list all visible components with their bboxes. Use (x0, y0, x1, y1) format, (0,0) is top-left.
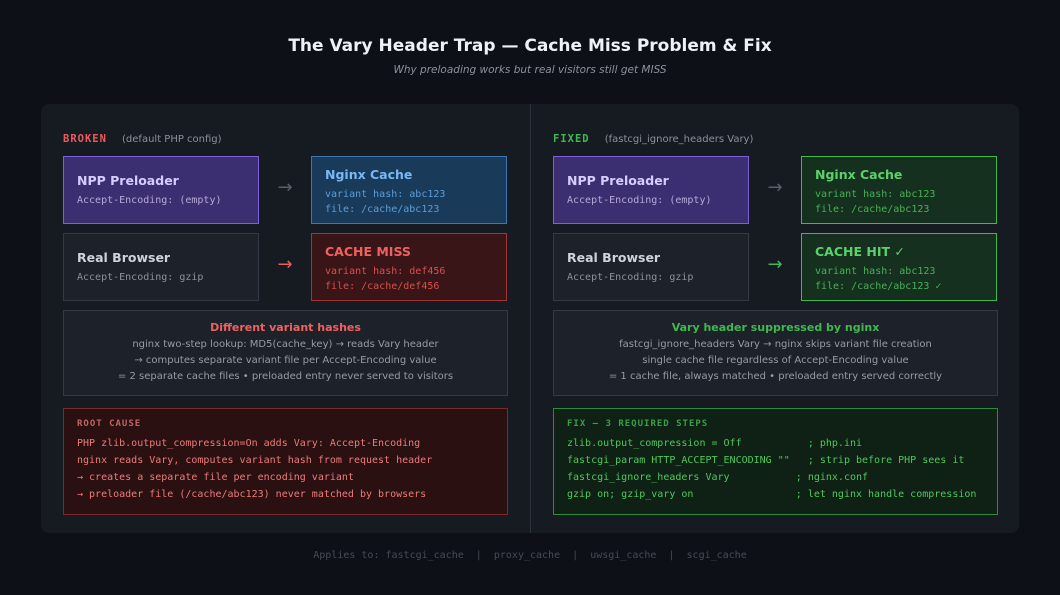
box-line: file: /cache/abc123 (815, 204, 930, 215)
explanation-line: nginx two-step lookup: MD5(cache_key) → … (132, 339, 439, 350)
code-line: → creates a separate file per encoding v… (77, 472, 354, 483)
broken-tag-sub: (default PHP config) (122, 134, 222, 145)
box-line: Accept-Encoding: (empty) (77, 194, 222, 206)
explanation-line: → computes separate variant file per Acc… (134, 355, 437, 366)
explanation-title: Vary header suppressed by nginx (671, 321, 880, 334)
explanation-title: Different variant hashes (210, 321, 361, 334)
broken-header: BROKEN (default PHP config) (63, 127, 222, 146)
box-line: file: /cache/abc123 ✓ (815, 281, 942, 292)
fixed-explanation: Vary header suppressed by nginx fastcgi_… (553, 310, 998, 396)
box-line: Accept-Encoding: gzip (567, 271, 694, 283)
root-cause-box: ROOT CAUSE PHP zlib.output_compression=O… (63, 408, 508, 515)
fix-steps-box: FIX — 3 REQUIRED STEPS zlib.output_compr… (553, 408, 998, 515)
arrow-right-icon: → (277, 254, 293, 275)
box-line: Accept-Encoding: gzip (77, 271, 204, 283)
box-title: CACHE MISS (325, 244, 411, 259)
code-title: ROOT CAUSE (77, 419, 142, 429)
fixed-tag: FIXED (553, 133, 590, 145)
code-line: zlib.output_compression = Off ; php.ini (567, 438, 863, 449)
box-line: Accept-Encoding: (empty) (567, 194, 712, 206)
code-line: PHP zlib.output_compression=On adds Vary… (77, 438, 421, 449)
box-line: file: /cache/def456 (325, 281, 440, 292)
explanation-line: fastcgi_ignore_headers Vary → nginx skip… (619, 339, 932, 350)
explanation-line: single cache file regardless of Accept-E… (642, 355, 909, 366)
cache-miss-box: CACHE MISS variant hash: def456 file: /c… (311, 233, 507, 301)
code-line: gzip on; gzip_vary on ; let nginx handle… (567, 489, 977, 500)
code-line: nginx reads Vary, computes variant hash … (77, 455, 433, 466)
page-subtitle: Why preloading works but real visitors s… (393, 64, 667, 76)
code-line: fastcgi_param HTTP_ACCEPT_ENCODING "" ; … (567, 455, 965, 466)
box-line: variant hash: abc123 (815, 266, 936, 277)
code-line: fastcgi_ignore_headers Vary ; nginx.conf (567, 472, 869, 483)
explanation-line: = 1 cache file, always matched • preload… (608, 371, 943, 382)
fixed-tag-sub: (fastcgi_ignore_headers Vary) (604, 134, 754, 145)
box-title: Real Browser (567, 249, 661, 265)
arrow-right-icon: → (767, 254, 783, 275)
fixed-preloader-box: NPP Preloader Accept-Encoding: (empty) (553, 156, 749, 224)
explanation-line: = 2 separate cache files • preloaded ent… (117, 371, 454, 382)
divider (530, 104, 531, 533)
broken-tag: BROKEN (63, 133, 107, 145)
box-title: CACHE HIT ✓ (815, 244, 905, 259)
broken-cache-box: Nginx Cache variant hash: abc123 file: /… (311, 156, 507, 224)
fixed-header: FIXED (fastcgi_ignore_headers Vary) (553, 127, 753, 146)
box-line: variant hash: abc123 (815, 189, 936, 200)
code-line: → preloader file (/cache/abc123) never m… (77, 489, 427, 500)
fixed-cache-box: Nginx Cache variant hash: abc123 file: /… (801, 156, 997, 224)
broken-browser-box: Real Browser Accept-Encoding: gzip (63, 233, 259, 301)
box-title: Nginx Cache (815, 167, 903, 182)
arrow-right-icon: → (767, 177, 783, 198)
box-title: Real Browser (77, 249, 171, 265)
code-title: FIX — 3 REQUIRED STEPS (567, 419, 709, 429)
box-title: NPP Preloader (567, 172, 669, 188)
footer-note: Applies to: fastcgi_cache | proxy_cache … (313, 550, 747, 561)
broken-explanation: Different variant hashes nginx two-step … (63, 310, 508, 396)
arrow-right-icon: → (277, 177, 293, 198)
fixed-browser-box: Real Browser Accept-Encoding: gzip (553, 233, 749, 301)
box-line: variant hash: abc123 (325, 189, 446, 200)
box-line: variant hash: def456 (325, 266, 446, 277)
box-title: NPP Preloader (77, 172, 179, 188)
page-title: The Vary Header Trap — Cache Miss Proble… (288, 36, 772, 56)
cache-hit-box: CACHE HIT ✓ variant hash: abc123 file: /… (801, 233, 997, 301)
box-title: Nginx Cache (325, 167, 413, 182)
box-line: file: /cache/abc123 (325, 204, 440, 215)
broken-preloader-box: NPP Preloader Accept-Encoding: (empty) (63, 156, 259, 224)
